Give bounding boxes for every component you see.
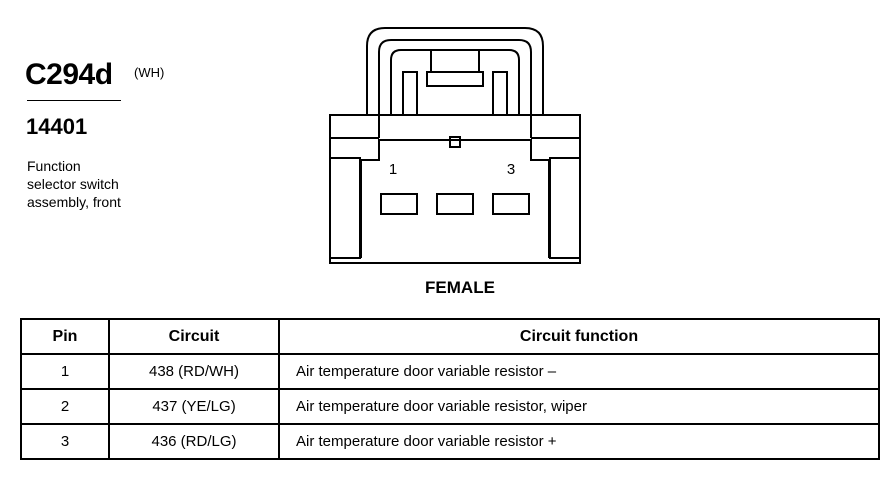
header-pin: Pin: [20, 318, 110, 355]
connector-description: Function selector switch assembly, front: [27, 157, 167, 211]
gender-label: FEMALE: [425, 278, 495, 297]
cell-pin: 3: [20, 423, 110, 460]
terminal-slot-1: [380, 193, 418, 215]
description-line: assembly, front: [27, 194, 121, 210]
header-divider: [27, 100, 121, 101]
table-row: 1 438 (RD/WH) Air temperature door varia…: [20, 353, 880, 390]
terminal-slot-3: [492, 193, 530, 215]
table-row: 2 437 (YE/LG) Air temperature door varia…: [20, 388, 880, 425]
cell-pin: 2: [20, 388, 110, 425]
header-circuit-function: Circuit function: [278, 318, 880, 355]
left-side-rib: [329, 157, 361, 259]
latch-arch-outer: [366, 27, 544, 115]
cell-function: Air temperature door variable resistor +: [278, 423, 880, 460]
cell-circuit: 438 (RD/WH): [108, 353, 280, 390]
pin-label-3: 3: [507, 161, 515, 178]
table-header-row: Pin Circuit Circuit function: [20, 318, 880, 355]
description-line: Function: [27, 158, 81, 174]
cell-circuit: 437 (YE/LG): [108, 388, 280, 425]
connector-color: (WH): [134, 65, 165, 80]
pin-label-1: 1: [389, 161, 397, 178]
description-line: selector switch: [27, 176, 119, 192]
latch-arch-middle: [378, 39, 532, 115]
cell-circuit: 436 (RD/LG): [108, 423, 280, 460]
part-number: 14401: [26, 114, 88, 139]
cell-pin: 1: [20, 353, 110, 390]
right-side-rib: [549, 157, 581, 259]
latch-arch-inner: [390, 49, 520, 115]
latch-block: [430, 49, 480, 73]
cell-function: Air temperature door variable resistor –: [278, 353, 880, 390]
pin-cavity: [360, 139, 550, 258]
pinout-table: Pin Circuit Circuit function 1 438 (RD/W…: [20, 318, 880, 460]
table-row: 3 436 (RD/LG) Air temperature door varia…: [20, 423, 880, 460]
terminal-slot-2: [436, 193, 474, 215]
header-circuit: Circuit: [108, 318, 280, 355]
connector-face-drawing: 1 3: [329, 27, 581, 264]
key-mark: [449, 136, 461, 148]
connector-id: C294d: [25, 58, 113, 91]
cell-function: Air temperature door variable resistor, …: [278, 388, 880, 425]
